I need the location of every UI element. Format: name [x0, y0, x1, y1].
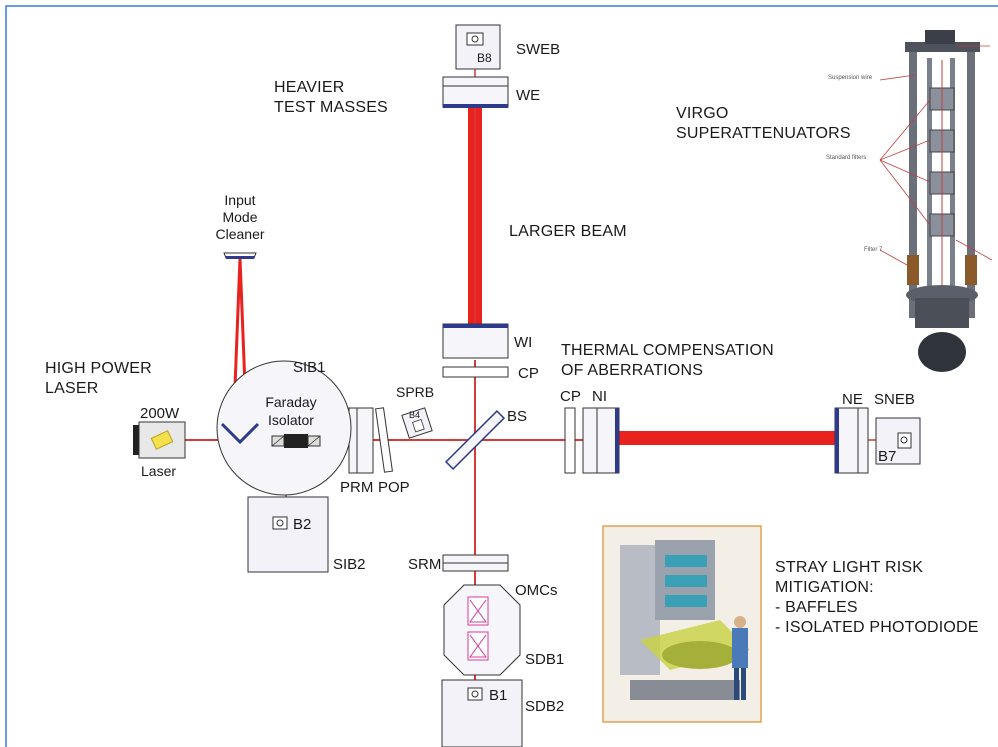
standard-filters-callout: Standard filters [826, 155, 867, 161]
sib2-bench [247, 496, 329, 573]
sib1-label: SIB1 [293, 359, 326, 376]
b7-label: B7 [878, 448, 897, 465]
b4-label: B4 [409, 410, 421, 420]
ni-label: NI [592, 388, 607, 405]
thermal-compensation-label: THERMAL COMPENSATION OF ABERRATIONS [561, 341, 774, 381]
heavier-line-2: TEST MASSES [274, 99, 388, 116]
b1-label: B1 [489, 687, 508, 704]
imc-line-1: Input [224, 192, 256, 208]
thermal-line-1: THERMAL COMPENSATION [561, 342, 774, 359]
suspension-wire-callout: Suspension wire [828, 75, 873, 81]
prm-mirror [348, 407, 374, 474]
sweb-bench [455, 24, 501, 70]
b8-photodiode-lens [471, 35, 479, 43]
prm-label: PRM [340, 479, 374, 496]
stray-light-photo [602, 525, 762, 723]
beam-splitter [444, 409, 506, 471]
superattenuator-illustration [879, 30, 993, 372]
heavier-line-1: HEAVIER [274, 79, 345, 96]
laser-icon [133, 421, 186, 459]
sdb1-label: SDB1 [525, 651, 565, 668]
ni-mirror [582, 407, 620, 474]
wi-label: WI [514, 334, 533, 351]
srm-label: SRM [408, 556, 442, 573]
faraday-isolator-label: Faraday Isolator [256, 393, 326, 429]
stray-line-1: STRAY LIGHT RISK [775, 559, 924, 576]
ne-mirror [834, 407, 869, 474]
omc-cavity-2 [467, 631, 489, 661]
virgo-superattenuators-label: VIRGO SUPERATTENUATORS [676, 104, 851, 144]
faraday-isolator-icon [271, 434, 321, 448]
we-coating [443, 104, 508, 108]
imc-line-2: Mode [222, 209, 258, 225]
stray-light-mitigation-label: STRAY LIGHT RISK MITIGATION: - BAFFLES -… [775, 558, 979, 638]
imc-line-3: Cleaner [215, 226, 265, 242]
we-label: WE [516, 87, 541, 104]
sib1-bench [216, 360, 352, 496]
cp-north [442, 366, 509, 378]
b7-photodiode [897, 432, 912, 449]
imc-mirror-coating [226, 256, 254, 259]
sprb-label: SPRB [396, 384, 435, 400]
imc-return-arrow [220, 422, 260, 445]
b8-photodiode [466, 32, 484, 46]
laser-power-label: 200W [140, 405, 180, 422]
b2-label: B2 [293, 516, 312, 533]
omc-cavity-1 [467, 596, 489, 626]
we-mirror [442, 76, 509, 108]
stray-line-4: - ISOLATED PHOTODIODE [775, 619, 979, 636]
sneb-label: SNEB [874, 391, 915, 408]
larger-beam-label: LARGER BEAM [509, 223, 627, 240]
ni-coating [615, 408, 619, 473]
input-mode-cleaner-label: Input Mode Cleaner [210, 192, 270, 243]
hpl-line-2: LASER [45, 380, 99, 397]
pop-label: POP [378, 479, 410, 496]
b7-photodiode-lens [900, 436, 908, 444]
cp-west [564, 407, 576, 474]
virgo-line-1: VIRGO [676, 105, 729, 122]
wi-coating [443, 324, 508, 328]
omcs-label: OMCs [515, 582, 558, 599]
heavier-test-masses-label: HEAVIER TEST MASSES [274, 78, 388, 118]
wi-mirror [442, 323, 509, 359]
sdb1-bench [443, 584, 521, 676]
west-arm-beam [617, 431, 836, 445]
b1-photodiode [467, 687, 483, 701]
b2-photodiode [272, 516, 288, 530]
cp-west-label: CP [560, 388, 581, 405]
pop-plate [375, 407, 393, 473]
faraday-line-2: Isolator [268, 412, 314, 428]
sib2-label: SIB2 [333, 556, 366, 573]
laser-label: Laser [141, 463, 177, 479]
stray-line-3: - BAFFLES [775, 599, 858, 616]
thermal-line-2: OF ABERRATIONS [561, 362, 704, 379]
ne-label: NE [842, 391, 863, 408]
stray-line-2: MITIGATION: [775, 579, 874, 596]
filter-7-callout: Filter 7 [864, 247, 883, 253]
b2-photodiode-lens [276, 519, 284, 527]
b1-photodiode-lens [471, 690, 479, 698]
b8-label: B8 [477, 51, 492, 65]
bs-label: BS [507, 408, 528, 425]
sdb2-label: SDB2 [525, 698, 565, 715]
ne-coating [835, 408, 839, 473]
faraday-line-1: Faraday [265, 394, 317, 410]
cp-north-label: CP [518, 365, 539, 382]
high-power-laser-label: HIGH POWER LASER [45, 359, 152, 399]
hpl-line-1: HIGH POWER [45, 360, 152, 377]
sweb-label: SWEB [516, 41, 561, 58]
diagram-border [5, 5, 998, 747]
virgo-line-2: SUPERATTENUATORS [676, 125, 851, 142]
sprb-bench [401, 407, 433, 439]
